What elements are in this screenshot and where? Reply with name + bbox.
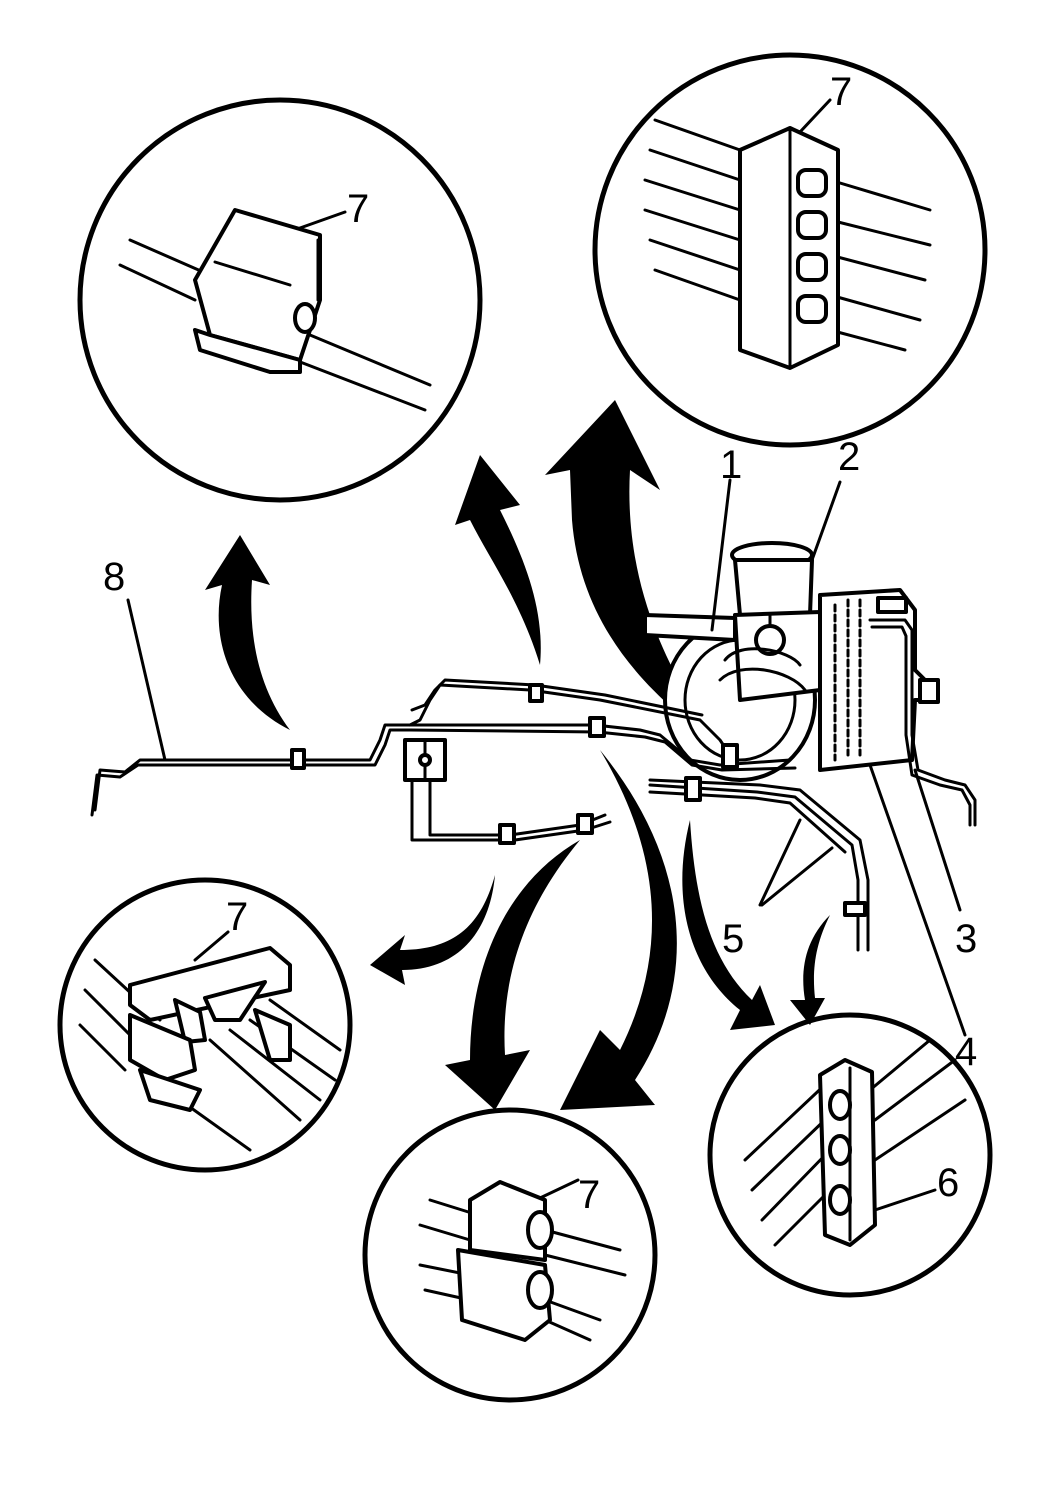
arrow-to-bridge-clip <box>370 875 495 985</box>
arrow-to-single-clip <box>205 535 290 730</box>
callout-leaders <box>126 478 967 1037</box>
bridge-clip-icon <box>128 946 292 1112</box>
abs-modulator <box>818 588 940 772</box>
callout-2: 2 <box>838 435 860 479</box>
callout-5: 5 <box>722 917 744 961</box>
callout-7b: 7 <box>830 70 852 114</box>
callout-3: 3 <box>955 917 977 961</box>
callout-7c: 7 <box>226 895 248 939</box>
callout-7a: 7 <box>347 187 369 231</box>
arrow-to-vertical-clip <box>682 820 775 1030</box>
detail-view-vertical-clip: 6 <box>707 1012 993 1298</box>
pushrod <box>643 613 737 642</box>
callout-7d: 7 <box>578 1173 600 1217</box>
direction-arrows <box>205 400 830 1110</box>
double-clip-icon <box>456 1180 554 1342</box>
callout-6: 6 <box>937 1161 959 1205</box>
master-cylinder <box>718 541 822 702</box>
callout-4: 4 <box>955 1030 977 1074</box>
detail-view-bridge-clip: 7 <box>57 877 353 1173</box>
detail-view-multi-clip: 7 <box>592 52 988 448</box>
arrow-to-multi-clip <box>545 400 720 745</box>
arrow-to-double-clip-2 <box>560 750 677 1110</box>
arrow-to-single-clip-2 <box>455 455 541 665</box>
pipe-junction-block <box>403 738 447 782</box>
pipe-clip-icon <box>193 208 322 374</box>
pipe-clips-on-routing <box>290 683 867 917</box>
detail-view-single-clip: 7 <box>77 97 483 503</box>
arrow-to-double-clip <box>445 840 580 1110</box>
callout-1: 1 <box>720 443 742 487</box>
multi-pipe-clip-icon <box>738 126 840 370</box>
arrow-to-vertical-clip-2 <box>790 915 830 1025</box>
callout-8: 8 <box>103 555 125 599</box>
vertical-clip-icon <box>818 1058 877 1247</box>
detail-view-double-clip: 7 <box>362 1107 658 1403</box>
